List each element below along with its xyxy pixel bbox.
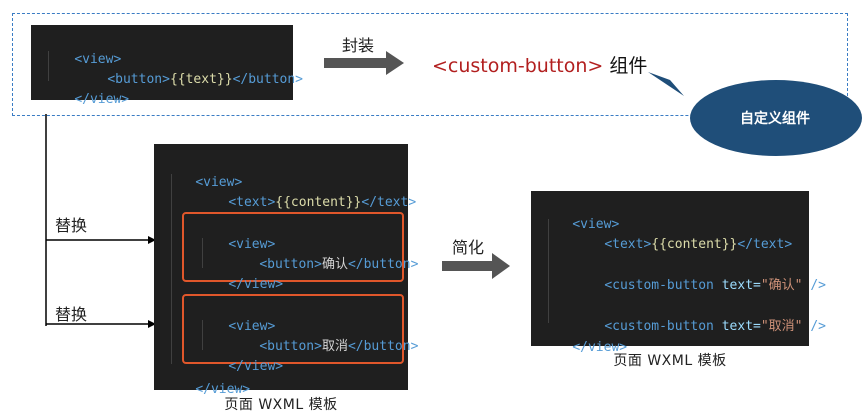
page-wxml-template-original: <view> <text>{{content}}</text> <view> <… <box>154 144 418 397</box>
code-token: </view> <box>74 92 130 107</box>
code-token: <view> <box>228 237 276 252</box>
custom-component-bubble-text: 自定义组件 <box>740 111 810 127</box>
code-token: <button> <box>259 339 322 354</box>
code-token: {{text}} <box>169 72 233 87</box>
code-token: <button> <box>107 72 170 87</box>
code-token: <view> <box>74 52 122 67</box>
highlight-block-cancel <box>182 294 404 364</box>
code-token: <button> <box>259 257 322 272</box>
button-code-snippet: <view> <button>{{text}}</button> </view> <box>31 25 303 107</box>
code-token: 确认 <box>321 257 348 272</box>
component-suffix: 组件 <box>603 55 648 77</box>
code-token: </view> <box>228 277 284 292</box>
right-caption: 页面 WXML 模板 <box>613 353 727 369</box>
code-token: <text> <box>604 237 652 252</box>
middle-caption: 页面 WXML 模板 <box>224 397 338 413</box>
encapsulate-label: 封装 <box>342 36 375 55</box>
code-token: text= <box>713 319 761 334</box>
code-token: <custom-button <box>604 278 714 293</box>
code-token: </view> <box>228 359 284 374</box>
encapsulate-arrow <box>324 51 404 75</box>
code-token: text= <box>713 278 761 293</box>
code-token: </view> <box>195 382 251 397</box>
code-token: <text> <box>228 195 276 210</box>
custom-button-component-label: <custom-button> 组件 <box>432 51 647 78</box>
replace-connector <box>45 114 156 328</box>
speech-bubble <box>648 72 862 156</box>
simplify-arrow <box>442 253 510 279</box>
code-token: /> <box>802 319 826 334</box>
code-token: {{content}} <box>275 195 362 210</box>
code-token: <custom-button <box>604 319 714 334</box>
code-token: </text> <box>737 237 793 252</box>
code-token: </button> <box>347 339 419 354</box>
code-token: </button> <box>232 72 304 87</box>
code-token: "确认" <box>760 278 803 293</box>
code-token: </button> <box>347 257 419 272</box>
code-token: </view> <box>572 340 628 355</box>
code-token: /> <box>802 278 826 293</box>
code-token: 取消 <box>321 339 348 354</box>
highlight-block-confirm <box>182 212 404 282</box>
component-tag: <custom-button> <box>432 55 604 77</box>
code-token: {{content}} <box>651 237 738 252</box>
code-token: "取消" <box>760 319 803 334</box>
replace-label-2: 替换 <box>55 305 88 324</box>
code-token: <view> <box>572 217 620 232</box>
code-token: <view> <box>195 175 243 190</box>
simplify-label: 简化 <box>452 238 485 257</box>
component-encapsulation-frame <box>12 13 848 116</box>
replace-label-1: 替换 <box>55 216 88 235</box>
page-wxml-template-simplified: <view> <text>{{content}}</text> <custom-… <box>531 191 826 355</box>
code-token: </text> <box>361 195 417 210</box>
code-token: <view> <box>228 319 276 334</box>
